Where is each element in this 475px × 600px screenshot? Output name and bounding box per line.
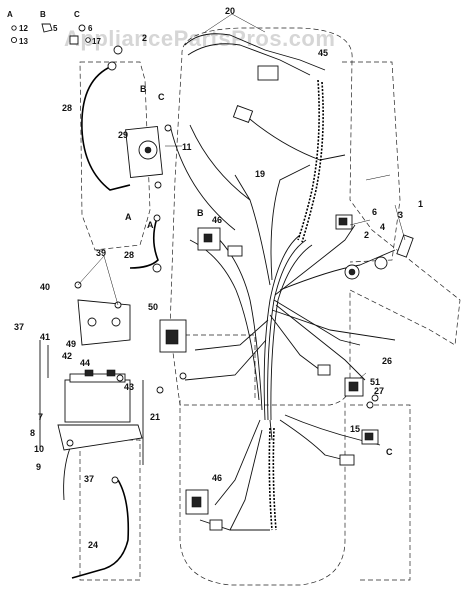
callout-27: 27 — [374, 386, 384, 396]
ref-letter-b1: B — [140, 84, 147, 94]
main-wire-harness — [169, 33, 396, 531]
cable-28-upper — [81, 65, 131, 191]
callout-21: 21 — [150, 412, 160, 422]
solenoid-29 — [125, 125, 163, 179]
small-hardware — [66, 45, 379, 484]
callout-6: 6 — [372, 207, 377, 217]
legend-row2-right: 17 — [92, 37, 101, 46]
coiled-harness-lower — [268, 427, 277, 531]
callout-51: 51 — [370, 377, 380, 387]
callout-11: 11 — [182, 142, 192, 152]
callout-46-lower: 46 — [212, 473, 222, 483]
connector-45 — [257, 65, 279, 81]
switch-26 — [344, 377, 364, 397]
callout-19: 19 — [255, 169, 265, 179]
plug-connectors — [209, 105, 355, 531]
callout-2: 2 — [142, 33, 147, 43]
battery-cables — [63, 65, 159, 579]
callout-37-left: 37 — [14, 322, 24, 332]
callout-4: 4 — [380, 222, 385, 232]
ref-letter-b2: B — [197, 208, 204, 218]
ignition-parts-1-4 — [344, 234, 414, 280]
callout-50: 50 — [148, 302, 158, 312]
screw-icon — [69, 35, 79, 45]
callout-37-lower: 37 — [84, 474, 94, 484]
callout-39: 39 — [96, 248, 106, 258]
ref-letter-a2: A — [147, 220, 154, 230]
callout-2b: 2 — [364, 230, 369, 240]
callout-8: 8 — [30, 428, 35, 438]
leader-lines — [77, 13, 406, 379]
ref-letter-c2: C — [386, 447, 393, 457]
callout-42: 42 — [62, 351, 72, 361]
battery-hold-down-40 — [77, 299, 131, 346]
switch-6 — [335, 214, 353, 230]
ref-letter-a1: A — [125, 212, 132, 222]
callout-9: 9 — [36, 462, 41, 472]
star-washer-icon — [85, 37, 91, 43]
callout-40: 40 — [40, 282, 50, 292]
terminal-nut-a — [107, 61, 117, 71]
nut-icon — [78, 24, 86, 32]
battery-tray-8 — [57, 424, 143, 451]
callout-7: 7 — [38, 412, 43, 422]
legend-col-b-header: B — [40, 10, 46, 19]
callout-29: 29 — [118, 130, 128, 140]
callout-28-upper: 28 — [62, 103, 72, 113]
tractor-outline — [79, 27, 461, 586]
callout-26: 26 — [382, 356, 392, 366]
callout-43: 43 — [124, 382, 134, 392]
legend-col-a-header: A — [7, 10, 13, 19]
legend-col-c-header: C — [74, 10, 80, 19]
callout-3: 3 — [398, 210, 403, 220]
callout-46-upper: 46 — [212, 215, 222, 225]
nut-4 — [374, 256, 388, 270]
callout-24: 24 — [88, 540, 98, 550]
bolt-icon — [41, 23, 53, 33]
cable-24 — [71, 479, 130, 579]
lock-washer-icon — [10, 36, 18, 44]
key-1 — [396, 234, 414, 258]
washer-2-top — [113, 45, 123, 55]
callout-44: 44 — [80, 358, 90, 368]
callout-10: 10 — [34, 444, 44, 454]
cable-28-lower — [129, 217, 159, 269]
callout-20: 20 — [225, 6, 235, 16]
callout-15: 15 — [350, 424, 360, 434]
coiled-harness-19 — [297, 79, 324, 243]
legend-row1-right: 6 — [88, 24, 93, 33]
callout-41: 41 — [40, 332, 50, 342]
ref-letter-c1: C — [158, 92, 165, 102]
relay-46-upper — [197, 227, 221, 251]
connector-50 — [159, 319, 187, 353]
legend-row2-left: 13 — [19, 37, 28, 46]
cable-9 — [63, 447, 71, 501]
legend-row1-b-mark: 5 — [53, 24, 58, 33]
switch-15 — [361, 429, 379, 445]
callout-1: 1 — [418, 199, 423, 209]
watermark-text: AppliancePartsPros.com — [64, 26, 335, 51]
battery-rods — [39, 340, 144, 465]
legend-row1-left: 12 — [19, 24, 28, 33]
relay-46-lower — [185, 489, 209, 515]
battery-7 — [64, 369, 131, 423]
callout-49: 49 — [66, 339, 76, 349]
callout-28-lower: 28 — [124, 250, 134, 260]
legend-icons — [10, 23, 91, 45]
washer-icon — [11, 25, 17, 31]
callout-45: 45 — [318, 48, 328, 58]
